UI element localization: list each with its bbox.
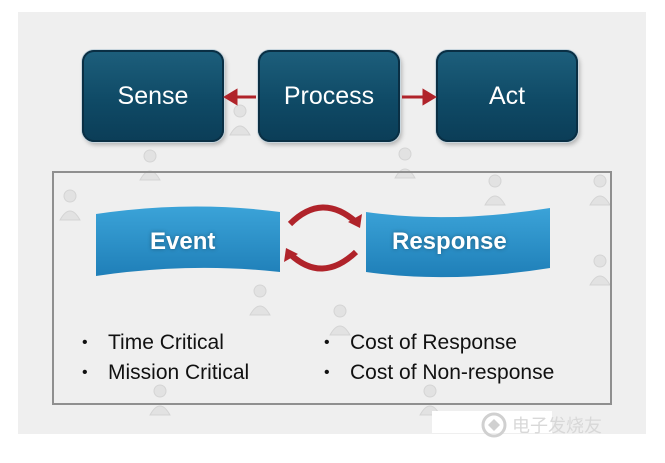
process-box: Process [258,50,400,142]
figure-icon [589,174,611,206]
process-label: Process [283,81,375,110]
cycle-arrowheads [284,214,362,262]
event-banner [96,206,280,276]
bullet-text: Mission Critical [108,361,250,384]
bullet-text: Cost of Non-response [350,361,555,384]
bullet-marker: • [324,334,330,351]
bullet-marker: • [82,364,88,381]
response-label: Response [392,228,507,255]
act-box: Act [436,50,578,142]
figure-icon [329,304,351,336]
bullet-time-critical: • Time Critical [82,331,224,355]
response-banner [366,208,550,278]
bullet-mission-critical: • Mission Critical [82,361,249,385]
bullet-cost-of-non-response: • Cost of Non-response [324,361,554,385]
watermark-text: 电子发烧友 [512,416,602,437]
bullet-marker: • [82,334,88,351]
cycle-arrows-icon [287,204,359,272]
bullet-cost-of-response: • Cost of Response [324,331,517,355]
figure-icon [139,149,161,181]
sense-label: Sense [117,81,189,110]
event-label: Event [150,228,216,255]
figure-icon [229,104,251,136]
act-label: Act [488,81,526,110]
figure-icon [589,254,611,286]
figure-icon [149,384,171,416]
bullet-text: Cost of Response [350,331,517,354]
watermark: 电子发烧友 [480,411,602,439]
bullet-text: Time Critical [108,331,224,354]
figure-icon [59,189,81,221]
figure-icon [484,174,506,206]
figure-icon [249,284,271,316]
sense-box: Sense [82,50,224,142]
cycle-frame [52,171,612,405]
logo-icon [481,412,507,438]
bullet-marker: • [324,364,330,381]
